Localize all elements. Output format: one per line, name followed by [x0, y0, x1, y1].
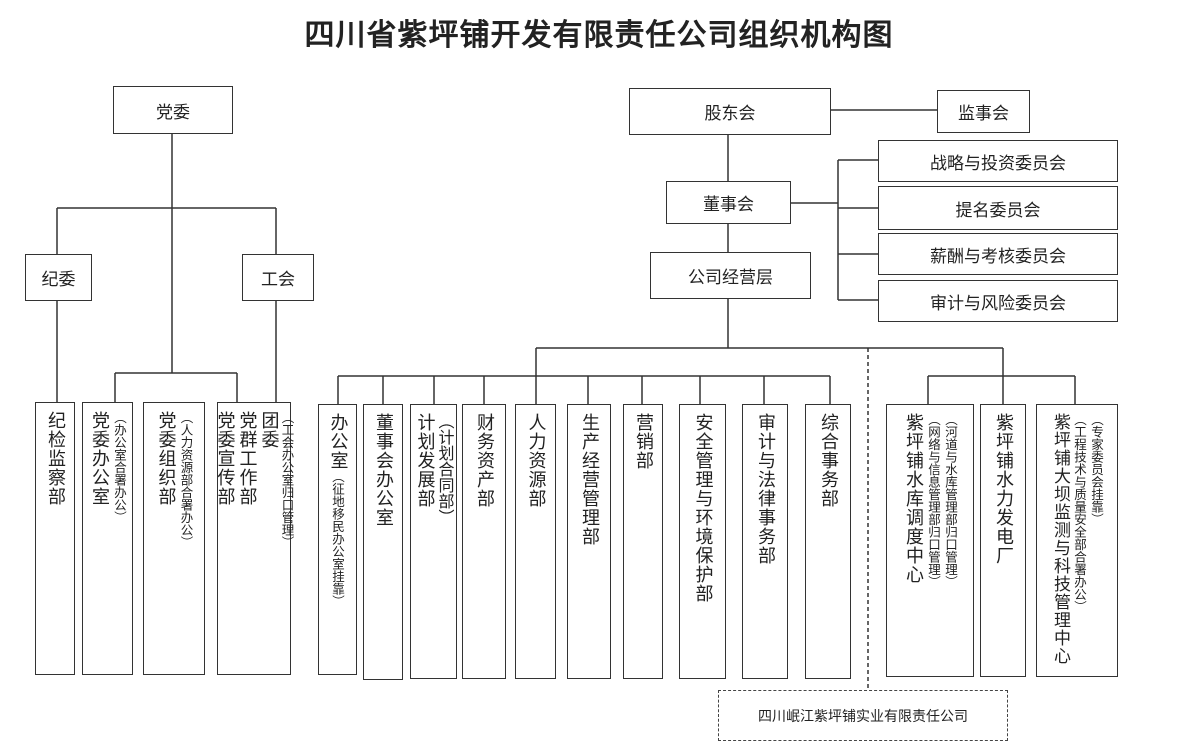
dept-box: 综合事务部 — [805, 404, 851, 679]
dept-name: 安全管理与环境保护部 — [692, 413, 714, 603]
dept-box: 纪检监察部 — [35, 402, 75, 675]
dept-name: 营销部 — [633, 413, 654, 470]
dept-note: （征地移民办公室挂靠） — [330, 470, 345, 608]
dept-name: 综合事务部 — [818, 413, 839, 508]
unit-box: 紫坪铺大坝监测与科技管理中心（工程技术与质量安全部合署办公）（专家委员会挂靠） — [1036, 404, 1118, 677]
dept-box: 党委宣传部党群工作部团委（工会办公室归口管理） — [214, 402, 295, 675]
dept-name: 党群工作部 — [236, 411, 258, 506]
dept-name: 党委宣传部 — [214, 411, 236, 506]
dept-name: 党委办公室 — [89, 411, 110, 506]
committee-box: 审计与风险委员会 — [878, 280, 1118, 322]
dept-name: 生产经营管理部 — [579, 413, 600, 546]
dept-box: 营销部 — [623, 404, 663, 679]
committee-box: 战略与投资委员会 — [878, 140, 1118, 182]
unit-note: （河道与水库管理部归口管理） — [943, 413, 958, 588]
dept-name: 纪检监察部 — [45, 411, 66, 506]
dept-note: （计划合同部） — [435, 413, 455, 525]
dept-box: 党委办公室（办公室合署办公） — [82, 402, 133, 675]
committee-box: 提名委员会 — [878, 186, 1118, 230]
dept-box: 党委组织部（人力资源部合署办公） — [143, 402, 205, 675]
dept-box: 人力资源部 — [515, 404, 556, 679]
supervisors-box: 监事会 — [937, 90, 1030, 133]
unit-name: 紫坪铺水库调度中心 — [903, 413, 924, 584]
subsidiary-box: 四川岷江紫坪铺实业有限责任公司 — [718, 690, 1008, 741]
dept-box: 计划发展部（计划合同部） — [410, 404, 457, 679]
dept-name: 党委组织部 — [155, 411, 177, 506]
dept-box: 生产经营管理部 — [567, 404, 611, 679]
dept-name: 人力资源部 — [525, 413, 547, 508]
dept-note: （人力资源部合署办公） — [178, 411, 194, 549]
dept-name: 董事会办公室 — [373, 413, 394, 527]
unit-box: 紫坪铺水库调度中心（网络与信息管理部归口管理）（河道与水库管理部归口管理） — [886, 404, 974, 677]
dept-name: 办公室 — [327, 413, 349, 470]
discipline-committee-box: 纪委 — [25, 254, 92, 301]
dept-box: 财务资产部 — [462, 404, 506, 679]
unit-name: 紫坪铺水力发电厂 — [993, 413, 1014, 565]
unit-note: （专家委员会挂靠） — [1089, 413, 1104, 526]
board-box: 董事会 — [666, 181, 791, 224]
dept-box: 安全管理与环境保护部 — [679, 404, 726, 679]
dept-name: 审计与法律事务部 — [755, 413, 776, 565]
union-box: 工会 — [242, 254, 314, 301]
dept-box: 审计与法律事务部 — [742, 404, 788, 679]
unit-name: 紫坪铺大坝监测与科技管理中心 — [1050, 413, 1070, 665]
dept-box: 董事会办公室 — [363, 404, 403, 680]
unit-note: （工程技术与质量安全部合署办公） — [1072, 413, 1087, 613]
shareholders-box: 股东会 — [629, 88, 831, 135]
dept-name: 财务资产部 — [474, 413, 495, 508]
management-box: 公司经营层 — [650, 252, 811, 299]
unit-note: （网络与信息管理部归口管理） — [926, 413, 941, 588]
unit-box: 紫坪铺水力发电厂 — [980, 404, 1026, 677]
dept-note: （工会办公室归口管理） — [279, 411, 295, 549]
dept-note: （办公室合署办公） — [112, 411, 127, 524]
dept-name: 团委 — [258, 411, 280, 449]
committee-box: 薪酬与考核委员会 — [878, 233, 1118, 275]
dept-name: 计划发展部 — [414, 413, 436, 508]
party-committee-box: 党委 — [113, 86, 233, 134]
dept-box: 办公室（征地移民办公室挂靠） — [318, 404, 357, 675]
chart-title: 四川省紫坪铺开发有限责任公司组织机构图 — [304, 18, 894, 53]
